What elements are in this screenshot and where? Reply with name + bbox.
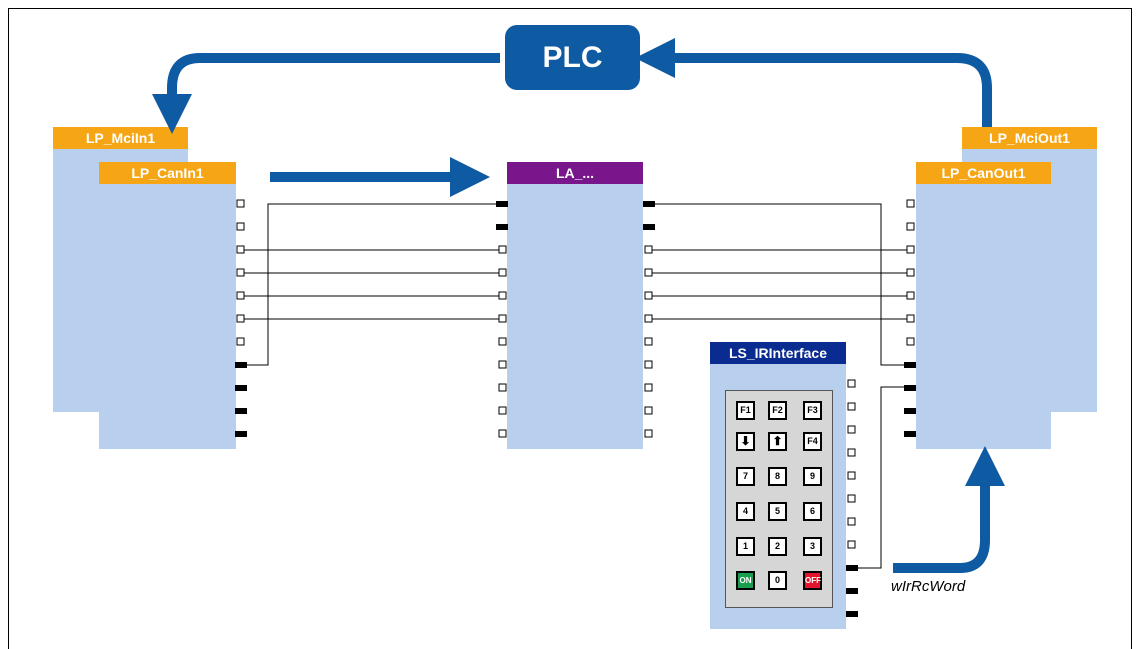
block-la[interactable]: LA_... xyxy=(507,162,643,449)
block-lp-canout1-title: LP_CanOut1 xyxy=(916,162,1051,184)
key-3[interactable]: 3 xyxy=(803,537,822,556)
ir-out-port-5[interactable] xyxy=(847,471,856,480)
key-up-arrow-icon[interactable]: ⬆ xyxy=(768,432,787,451)
diagram-frame xyxy=(8,8,1132,649)
ir-out-port-6[interactable] xyxy=(847,494,856,503)
key-7[interactable]: 7 xyxy=(736,467,755,486)
la-in-port-1[interactable] xyxy=(496,201,508,207)
la-out-port-3[interactable] xyxy=(644,245,653,254)
la-out-port-5[interactable] xyxy=(644,291,653,300)
ir-out-port-4[interactable] xyxy=(847,448,856,457)
can-in-out-port-4[interactable] xyxy=(236,268,245,277)
ir-out-port-2[interactable] xyxy=(847,402,856,411)
la-out-port-2[interactable] xyxy=(643,224,655,230)
la-in-port-7[interactable] xyxy=(498,337,507,346)
can-out-in-port-1[interactable] xyxy=(906,199,915,208)
block-lp-canin1[interactable]: LP_CanIn1 xyxy=(99,162,236,449)
la-out-port-7[interactable] xyxy=(644,337,653,346)
block-lp-canout1[interactable]: LP_CanOut1 xyxy=(916,162,1051,449)
la-in-port-8[interactable] xyxy=(498,360,507,369)
key-4[interactable]: 4 xyxy=(736,502,755,521)
block-la-title: LA_... xyxy=(507,162,643,184)
can-out-in-port-8[interactable] xyxy=(904,362,916,368)
ir-out-port-1[interactable] xyxy=(847,379,856,388)
can-out-in-port-5[interactable] xyxy=(906,291,915,300)
wire-ir-canout xyxy=(852,386,912,569)
key-8[interactable]: 8 xyxy=(768,467,787,486)
can-in-out-port-6[interactable] xyxy=(236,314,245,323)
key-on[interactable]: ON xyxy=(736,571,755,590)
ir-out-port-8[interactable] xyxy=(847,540,856,549)
la-in-port-10[interactable] xyxy=(498,406,507,415)
plc-box[interactable]: PLC xyxy=(505,25,640,90)
ir-out-port-3[interactable] xyxy=(847,425,856,434)
la-out-port-4[interactable] xyxy=(644,268,653,277)
la-out-port-10[interactable] xyxy=(644,406,653,415)
la-out-port-9[interactable] xyxy=(644,383,653,392)
key-f4[interactable]: F4 xyxy=(803,432,822,451)
key-9[interactable]: 9 xyxy=(803,467,822,486)
can-in-out-port-5[interactable] xyxy=(236,291,245,300)
key-f3[interactable]: F3 xyxy=(803,401,822,420)
ir-out-port-7[interactable] xyxy=(847,517,856,526)
can-out-in-port-6[interactable] xyxy=(906,314,915,323)
la-in-port-11[interactable] xyxy=(498,429,507,438)
can-out-in-port-2[interactable] xyxy=(906,222,915,231)
can-out-in-port-3[interactable] xyxy=(906,245,915,254)
wire-canin-la-1 xyxy=(240,203,504,366)
key-off[interactable]: OFF xyxy=(803,571,822,590)
can-in-out-port-2[interactable] xyxy=(236,222,245,231)
arrow-mciout-to-plc xyxy=(635,38,992,127)
can-in-out-port-7[interactable] xyxy=(236,337,245,346)
block-lp-mciout1-title: LP_MciOut1 xyxy=(962,127,1097,149)
arrow-ir-to-canout xyxy=(893,446,1005,573)
ir-out-port-9[interactable] xyxy=(846,565,858,571)
can-in-out-port-10[interactable] xyxy=(235,408,247,414)
key-6[interactable]: 6 xyxy=(803,502,822,521)
can-out-in-port-4[interactable] xyxy=(906,268,915,277)
la-in-port-4[interactable] xyxy=(498,268,507,277)
la-out-port-8[interactable] xyxy=(644,360,653,369)
key-0[interactable]: 0 xyxy=(768,571,787,590)
block-ls-irinterface-title: LS_IRInterface xyxy=(710,342,846,364)
la-in-port-6[interactable] xyxy=(498,314,507,323)
key-f2[interactable]: F2 xyxy=(768,401,787,420)
can-out-in-port-10[interactable] xyxy=(904,408,916,414)
la-out-port-6[interactable] xyxy=(644,314,653,323)
can-in-out-port-3[interactable] xyxy=(236,245,245,254)
arrow-plc-to-mciin xyxy=(152,53,500,134)
ir-out-port-11[interactable] xyxy=(846,611,858,617)
signal-label-wirrcword: wIrRcWord xyxy=(891,578,966,595)
la-out-port-1[interactable] xyxy=(643,201,655,207)
can-out-in-port-11[interactable] xyxy=(904,431,916,437)
la-in-port-3[interactable] xyxy=(498,245,507,254)
la-in-port-9[interactable] xyxy=(498,383,507,392)
can-in-out-port-8[interactable] xyxy=(235,362,247,368)
can-out-in-port-9[interactable] xyxy=(904,385,916,391)
wire-la-canout-1 xyxy=(648,203,912,366)
key-1[interactable]: 1 xyxy=(736,537,755,556)
la-in-port-2[interactable] xyxy=(496,224,508,230)
can-in-out-port-1[interactable] xyxy=(236,199,245,208)
can-in-out-port-11[interactable] xyxy=(235,431,247,437)
key-f1[interactable]: F1 xyxy=(736,401,755,420)
can-out-in-port-7[interactable] xyxy=(906,337,915,346)
key-2[interactable]: 2 xyxy=(768,537,787,556)
block-lp-canin1-title: LP_CanIn1 xyxy=(99,162,236,184)
key-5[interactable]: 5 xyxy=(768,502,787,521)
la-in-port-5[interactable] xyxy=(498,291,507,300)
la-out-port-11[interactable] xyxy=(644,429,653,438)
ir-out-port-10[interactable] xyxy=(846,588,858,594)
key-down-arrow-icon[interactable]: ⬇ xyxy=(736,432,755,451)
can-in-out-port-9[interactable] xyxy=(235,385,247,391)
